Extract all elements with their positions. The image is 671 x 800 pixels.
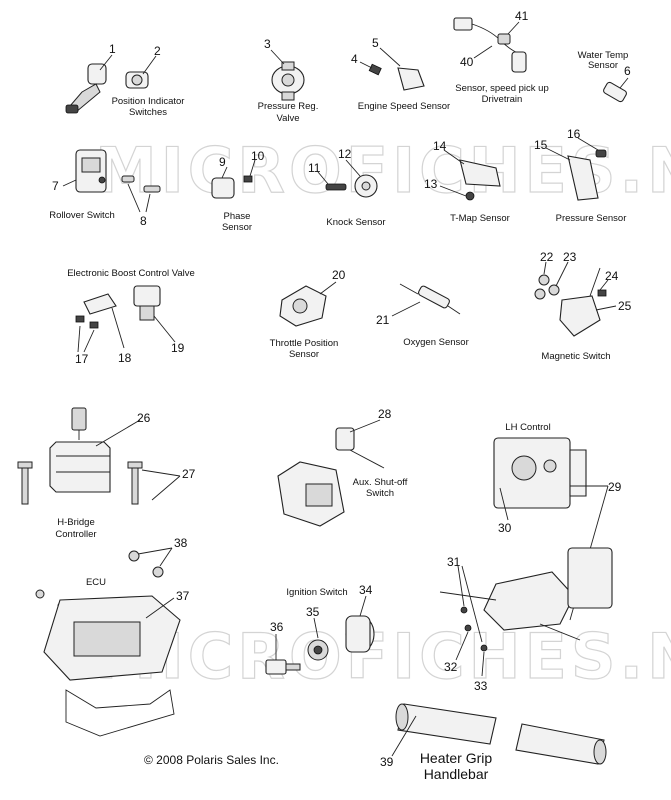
callout-10: 10 [251,149,265,163]
callout-3: 3 [264,37,271,51]
boost-valve-part [75,285,161,329]
speed-pickup-sensor-part [453,17,527,73]
rollover-switch-part [75,149,107,193]
lh-control-part [493,437,587,509]
label-heater-grip-2: Handlebar [424,766,489,782]
callout-14: 14 [433,139,447,153]
h-bridge-controller-part [17,407,143,505]
throttle-position-sensor-part [279,285,327,327]
label-throttle-1: Throttle Position [270,338,339,349]
label-ignition: Ignition Switch [286,587,347,598]
callout-15: 15 [534,138,548,152]
callout-38: 38 [174,536,188,550]
magnetic-switch-part [534,267,607,337]
callout-21: 21 [376,313,390,327]
callout-5: 5 [372,36,379,50]
callout-9: 9 [219,155,226,169]
aux-shutoff-switch-part [277,427,385,527]
label-throttle-2: Sensor [289,349,319,360]
callout-23: 23 [563,250,577,264]
ignition-switch-part [265,615,375,675]
callout-30: 30 [498,521,512,535]
callout-8: 8 [140,214,147,228]
position-switch-part-2 [125,71,149,89]
label-pressure-sensor: Pressure Sensor [556,213,627,224]
label-speed-pickup-2: Drivetrain [482,94,523,105]
label-t-map: T-Map Sensor [450,213,510,224]
callout-40: 40 [460,55,474,69]
watermark-bottom: MICROFICHES.NET [95,620,671,693]
copyright: © 2008 Polaris Sales Inc. [144,753,279,767]
callout-33: 33 [474,679,488,693]
callout-32: 32 [444,660,458,674]
callout-17: 17 [75,352,89,366]
callout-22: 22 [540,250,554,264]
callout-27: 27 [182,467,196,481]
label-pressure-reg-1: Pressure Reg. [258,101,319,112]
label-position-indicator-2: Switches [129,107,167,118]
label-rollover: Rollover Switch [49,210,114,221]
pressure-reg-valve-part [271,61,305,101]
callout-6: 6 [624,64,631,78]
label-ecu: ECU [86,577,106,588]
phase-sensor-part [211,175,253,199]
callout-16: 16 [567,127,581,141]
callout-28: 28 [378,407,392,421]
label-magnetic-switch: Magnetic Switch [541,351,610,362]
ecu-part [35,589,181,737]
callout-39: 39 [380,755,394,769]
label-position-indicator-1: Position Indicator [112,96,185,107]
callout-41: 41 [515,9,529,23]
handlebar-control-part [439,547,613,652]
label-phase-1: Phase [224,211,251,222]
water-temp-sensor-part [603,81,627,103]
callout-36: 36 [270,620,284,634]
label-heater-grip-1: Heater Grip [420,750,493,766]
callout-35: 35 [306,605,320,619]
label-oxygen: Oxygen Sensor [403,337,468,348]
engine-speed-sensor-part [368,63,425,91]
callout-34: 34 [359,583,373,597]
oxygen-sensor-part [399,283,461,315]
callout-4: 4 [351,52,358,66]
callout-7: 7 [52,179,59,193]
label-phase-2: Sensor [222,222,252,233]
label-aux-shutoff-1: Aux. Shut-off [353,477,408,488]
rollover-clip-part [121,175,161,193]
label-knock: Knock Sensor [326,217,385,228]
callout-1: 1 [109,42,116,56]
label-water-temp-2: Sensor [588,60,618,71]
callout-20: 20 [332,268,346,282]
heater-grip-part [395,703,607,765]
label-water-temp-1: Water Temp [578,50,629,61]
callout-19: 19 [171,341,185,355]
callout-31: 31 [447,555,461,569]
callout-25: 25 [618,299,632,313]
callout-2: 2 [154,44,161,58]
knock-sensor-part [325,174,378,198]
callout-13: 13 [424,177,438,191]
label-aux-shutoff-2: Switch [366,488,394,499]
callout-18: 18 [118,351,132,365]
label-h-bridge-1: H-Bridge [57,517,95,528]
label-lh-control: LH Control [505,422,550,433]
pressure-sensor-part [567,149,607,201]
label-engine-speed: Engine Speed Sensor [358,101,450,112]
nut-part [128,550,164,578]
callout-24: 24 [605,269,619,283]
position-indicator-switch-part [65,63,107,114]
label-h-bridge-2: Controller [55,529,96,540]
callout-12: 12 [338,147,352,161]
label-pressure-reg-2: Valve [276,113,299,124]
callout-11: 11 [308,161,321,175]
callout-26: 26 [137,411,151,425]
label-speed-pickup-1: Sensor, speed pick up [455,83,548,94]
label-boost-valve: Electronic Boost Control Valve [67,268,195,279]
callout-29: 29 [608,480,622,494]
t-map-sensor-part [459,159,501,201]
callout-37: 37 [176,589,190,603]
